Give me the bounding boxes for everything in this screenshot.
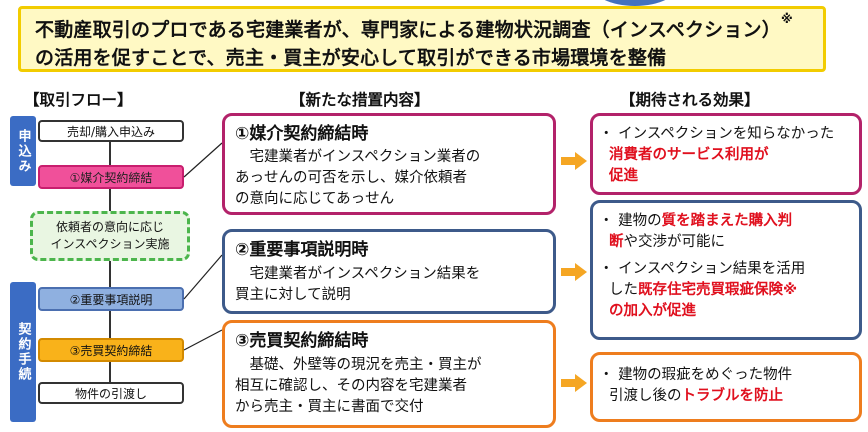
flow-step-handover: 物件の引渡し (38, 382, 184, 404)
effect-trouble-text: ・ 建物の瑕疵をめぐった物件 引渡し後のトラブルを防止 (599, 365, 792, 407)
inspection-line-1: 依頼者の意向に応じ (55, 220, 164, 234)
connector-explanation (183, 254, 223, 300)
measure-text-sales-contract: 基礎、外壁等の現況を売主・買主が 相互に確認し、その内容を宅建業者 から売主・買… (235, 355, 482, 418)
measure-box-sales-contract: ③売買契約締結時 基礎、外壁等の現況を売主・買主が 相互に確認し、その内容を宅建… (222, 320, 556, 428)
header-expected-effects: 【期待される効果】 (620, 91, 760, 109)
flow-connector-line (109, 140, 111, 390)
inspection-line-2: インスペクション実施 (50, 237, 170, 251)
effect-box-purchase-decision: ・ 建物の質を踏まえた購入判 断や交渉が可能に ・ インスペクション結果を活用 … (590, 200, 862, 340)
measure-title-explanation: ②重要事項説明時 (235, 240, 369, 260)
measure-text-mediation: 宅建業者がインスペクション業者の あっせんの可否を示し、媒介依頼者 の意向に応じ… (235, 147, 480, 210)
header-new-measures: 【新たな措置内容】 (290, 91, 430, 109)
measure-explanation-line-2: 買主に対して説明 (235, 287, 351, 303)
measure-box-mediation: ①媒介契約締結時 宅建業者がインスペクション業者の あっせんの可否を示し、媒介依… (222, 113, 556, 215)
effect-service-line-2: 消費者のサービス利用が (609, 147, 769, 163)
effect-insurance-line-2: した既存住宅売買瑕疵保険※ (609, 282, 798, 298)
connector-mediation (183, 142, 223, 178)
measure-explanation-line-1: 宅建業者がインスペクション結果を (235, 266, 481, 282)
effect-insurance-line-1: ・ インスペクション結果を活用 (599, 261, 806, 277)
effect-box-trouble-prevention: ・ 建物の瑕疵をめぐった物件 引渡し後のトラブルを防止 (590, 352, 862, 422)
effect-service-line-3: 促進 (609, 168, 638, 184)
effect-decision-text: ・ 建物の質を踏まえた購入判 断や交渉が可能に ・ インスペクション結果を活用 … (599, 211, 805, 322)
effect-insurance-line-3: の加入が促進 (609, 303, 696, 319)
header-transaction-flow: 【取引フロー】 (24, 91, 133, 109)
effect-service-line-1: ・ インスペクションを知らなかった (599, 126, 835, 142)
flow-step-inspection: 依頼者の意向に応じ インスペクション実施 (30, 211, 190, 261)
measure-text-explanation: 宅建業者がインスペクション結果を 買主に対して説明 (235, 264, 480, 306)
arrow-right-icon (561, 374, 587, 392)
effect-decision-line-1: ・ 建物の質を踏まえた購入判 (599, 213, 793, 229)
banner-line-2: の活用を促すことで、売主・買主が安心して取引ができる市場環境を整備 (35, 47, 667, 69)
flow-step-sales-contract: ③売買契約締結 (38, 338, 184, 362)
measure-sales-line-3: から売主・買主に書面で交付 (235, 399, 424, 415)
flow-step-important-explanation: ②重要事項説明 (38, 287, 184, 311)
measure-title-sales-contract: ③売買契約締結時 (235, 331, 369, 351)
summary-banner: 不動産取引のプロである宅建業者が、専門家による建物状況調査（インスペクション）※… (18, 6, 826, 72)
arrow-right-icon (561, 263, 587, 281)
measure-sales-line-1: 基礎、外壁等の現況を売主・買主が (235, 357, 482, 373)
effect-service-text: ・ インスペクションを知らなかった 消費者のサービス利用が 促進 (599, 124, 834, 187)
measure-box-important-explanation: ②重要事項説明時 宅建業者がインスペクション結果を 買主に対して説明 (222, 229, 556, 314)
measure-title-mediation: ①媒介契約締結時 (235, 124, 369, 144)
side-tab-contract-procedure: 契約手続 (10, 282, 36, 422)
banner-line-1: 不動産取引のプロである宅建業者が、専門家による建物状況調査（インスペクション）※ (35, 11, 793, 41)
measure-sales-line-2: 相互に確認し、その内容を宅建業者 (235, 378, 467, 394)
side-tab-application: 申込み (10, 116, 36, 186)
effect-box-service-use: ・ インスペクションを知らなかった 消費者のサービス利用が 促進 (590, 113, 862, 195)
measure-mediation-line-2: あっせんの可否を示し、媒介依頼者 (235, 170, 467, 186)
decorative-logo-arc (590, 0, 680, 6)
measure-mediation-line-1: 宅建業者がインスペクション業者の (235, 149, 481, 165)
effect-decision-line-2: 断や交渉が可能に (609, 234, 725, 250)
arrow-right-icon (561, 152, 587, 170)
connector-sales-contract (183, 329, 223, 351)
effect-trouble-line-1: ・ 建物の瑕疵をめぐった物件 (599, 367, 793, 383)
flow-step-application: 売却/購入申込み (38, 120, 184, 142)
measure-mediation-line-3: の意向に応じてあっせん (235, 191, 395, 207)
effect-trouble-line-2: 引渡し後のトラブルを防止 (609, 388, 783, 404)
flow-step-mediation-contract: ①媒介契約締結 (38, 165, 184, 189)
